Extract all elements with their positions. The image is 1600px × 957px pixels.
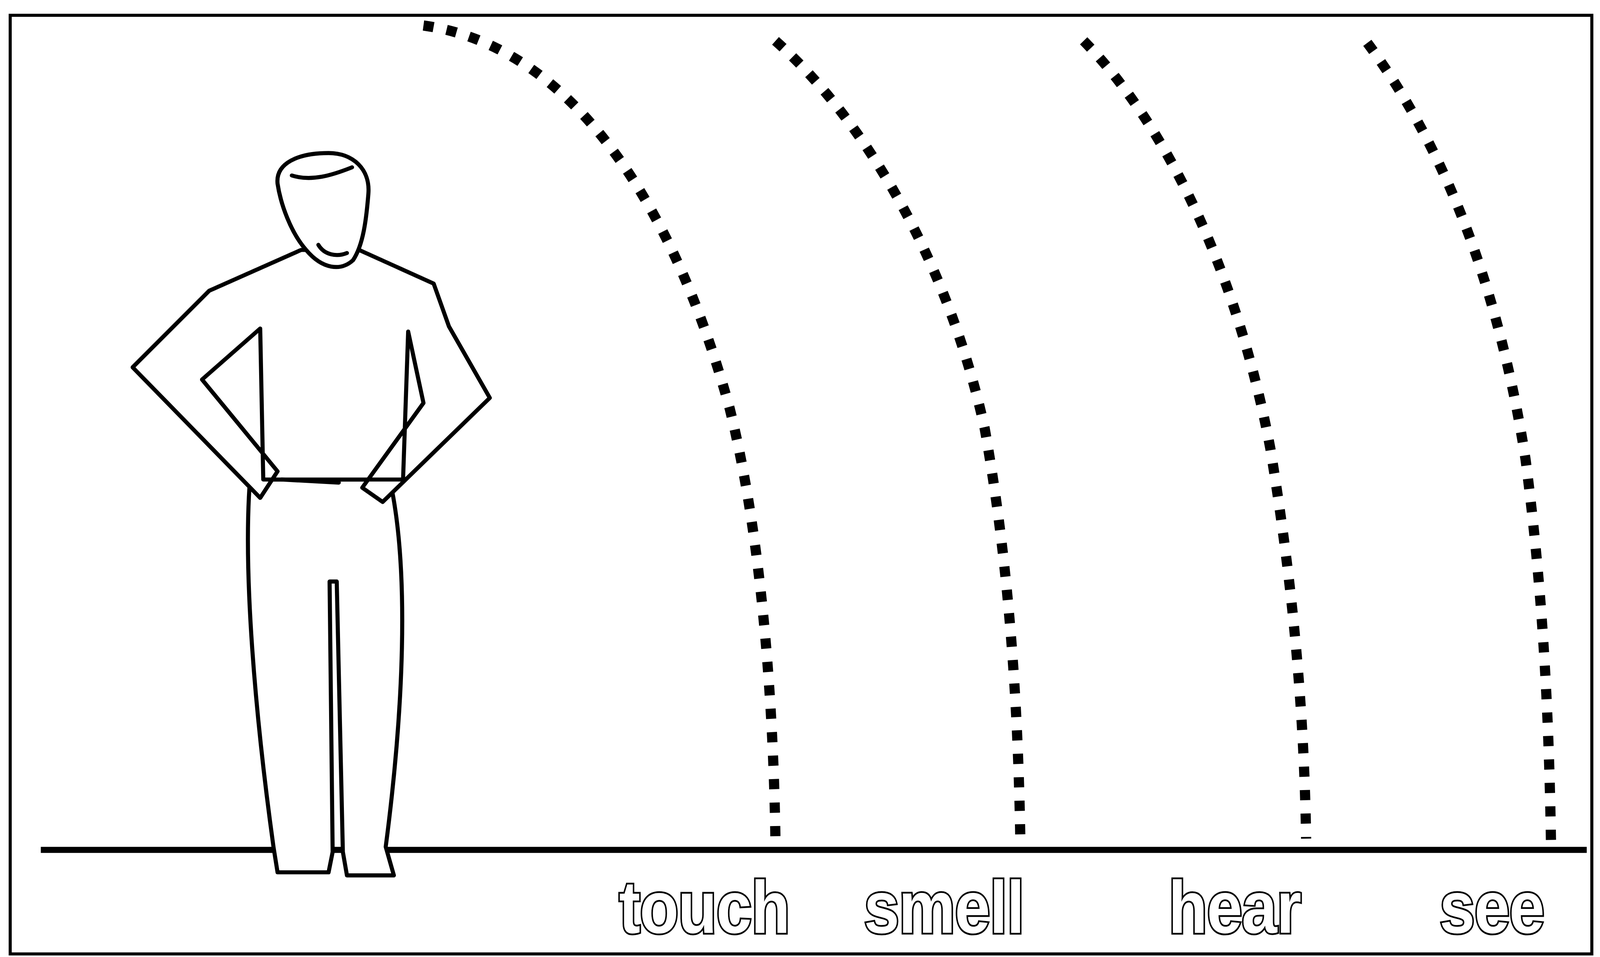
person-legs — [247, 479, 403, 876]
person-figure — [132, 152, 490, 876]
sense-range-arcs — [423, 25, 1552, 845]
sense-label: see — [1439, 869, 1544, 944]
person-head — [277, 152, 369, 267]
smell-range-arc — [775, 40, 1021, 845]
sense-label: smell — [864, 869, 1024, 944]
touch-range-arc — [423, 25, 776, 845]
frame-border — [10, 15, 1592, 954]
sense-label: touch — [618, 869, 790, 944]
person-belt — [281, 479, 339, 483]
person-chin — [318, 244, 348, 255]
hear-range-arc — [1083, 40, 1307, 839]
person-torso — [132, 249, 490, 502]
see-range-arc — [1367, 42, 1552, 845]
sense-label: hear — [1168, 869, 1301, 944]
person-hair — [291, 167, 353, 178]
